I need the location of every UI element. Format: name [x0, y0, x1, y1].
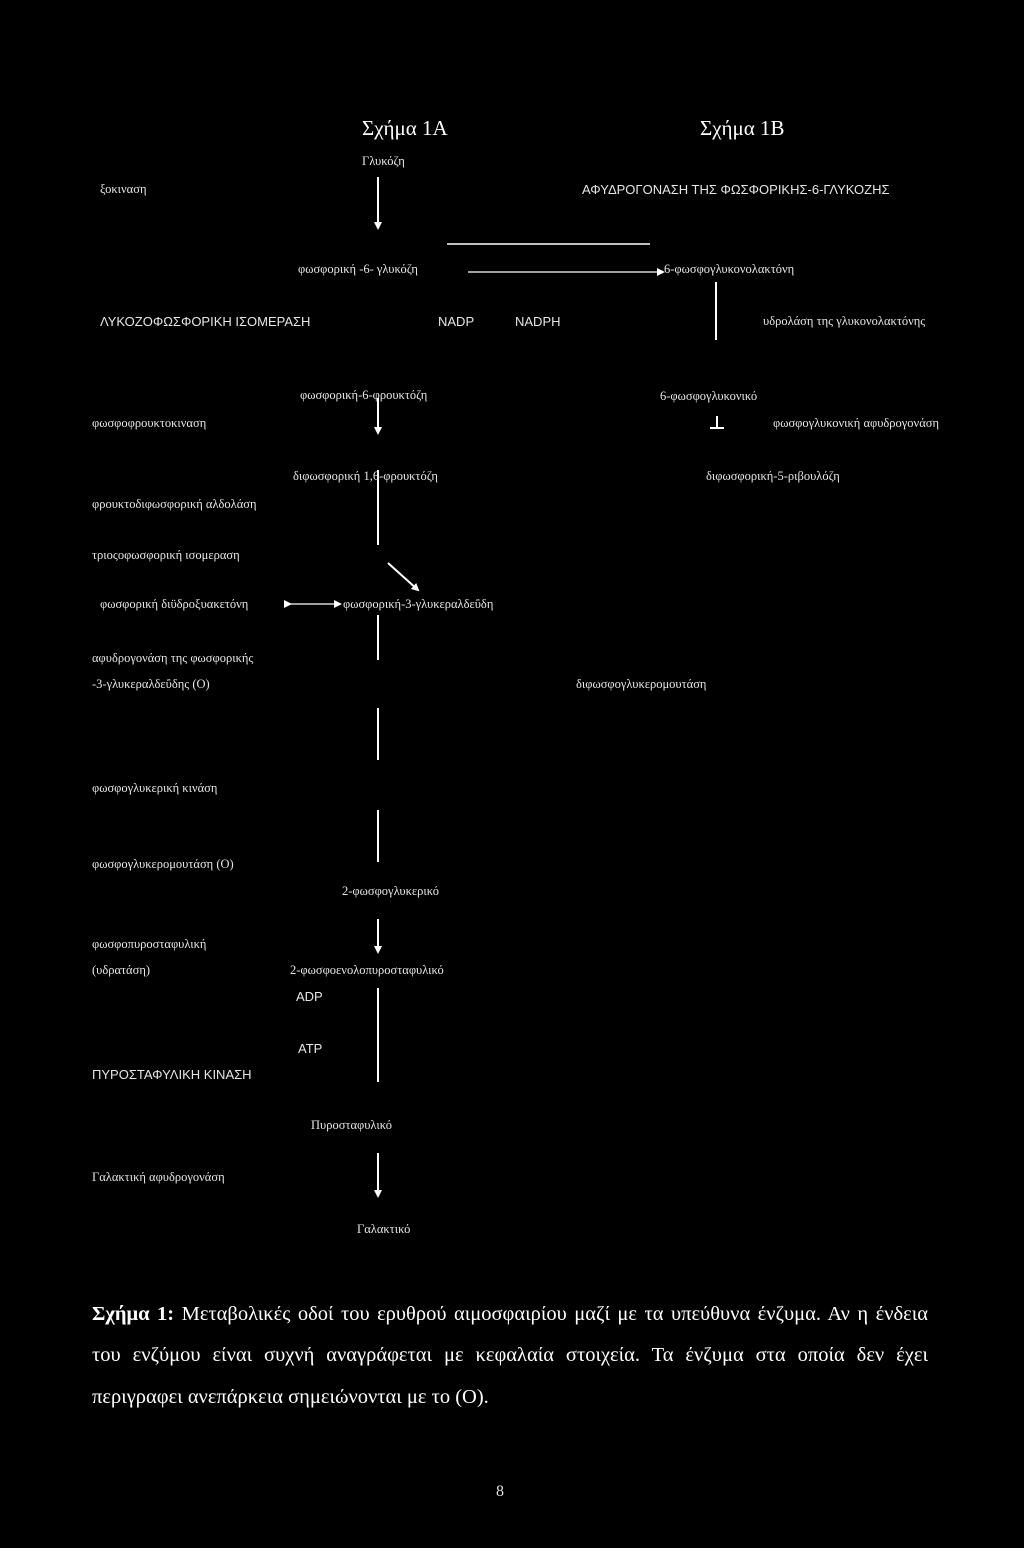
gpi-enzyme-label: ΛΥΚΟΖΟΦΩΣΦΟΡΙΚΗ ΙΣΟΜΕΡΑΣΗ — [100, 314, 311, 329]
lactonase-enzyme-label: υδρολάση της γλυκονολακτόνης — [763, 314, 926, 328]
figure-caption: Σχήμα 1: Μεταβολικές οδοί του ερυθρού αι… — [92, 1294, 928, 1418]
aldolase-enzyme-label: φρουκτοδιφωσφορική αλδολάση — [92, 497, 257, 511]
figure-title-b: Σχήμα 1Β — [700, 116, 785, 140]
g6p-label: φωσφορική -6- γλυκόζη — [298, 262, 418, 276]
page-number: 8 — [496, 1483, 504, 1500]
f16bp-label: διφωσφορική 1,6-φρουκτόζη — [293, 469, 438, 483]
g3p-label: φωσφορική-3-γλυκεραλδεΰδη — [343, 597, 494, 611]
lactate-label: Γαλακτικό — [357, 1222, 411, 1236]
phosphogluconolactone-label: 6-φωσφογλυκονολακτόνη — [664, 262, 795, 276]
ribulose-label: διφωσφορική-5-ριβουλόζη — [706, 469, 840, 483]
arrow-aldolase-diagonal — [387, 562, 420, 592]
nadp-label: NADP — [438, 314, 475, 329]
hexokinase-label: ξοκιναση — [100, 182, 147, 196]
adp-label: ADP — [296, 989, 323, 1004]
pk-enzyme-label: ΠΥΡΟΣΤΑΦΥΛΙΚΗ ΚΙΝΑΣΗ — [92, 1067, 252, 1082]
glucose-label: Γλυκόζη — [362, 154, 405, 168]
gapdh-enzyme-line1: αφυδρογονάση της φωσφορικής — [92, 651, 254, 665]
figure-title-a: Σχήμα 1Α — [362, 116, 448, 140]
atp-label: ΑΤΡ — [298, 1041, 323, 1056]
ldh-enzyme-label: Γαλακτική αφυδρογονάση — [92, 1170, 225, 1184]
pgd-enzyme-label: φωσφογλυκονική αφυδρογονάση — [773, 416, 940, 430]
pgm-enzyme-label: φωσφογλυκερομουτάση (Ο) — [92, 857, 234, 871]
enolase-label-line1: φωσφοπυροσταφυλική — [92, 937, 207, 951]
pfk-enzyme-label: φωσφοφρουκτοκιναση — [92, 416, 207, 430]
g6pd-enzyme-label: ΑΦΥΔΡΟΓΟΝΑΣΗ ΤΗΣ ΦΩΣΦΟΡΙΚΗΣ-6-ΓΛΥΚΟΖΗΣ — [582, 182, 890, 197]
bpgm-enzyme-label: διφωσφογλυκερομουτάση — [576, 677, 707, 691]
enolase-label-line2: (υδρατάση) — [92, 963, 151, 977]
caption-text: Μεταβολικές οδοί του ερυθρού αιμοσφαιρίο… — [92, 1303, 928, 1408]
pgk-enzyme-label: φωσφογλυκερική κινάση — [92, 781, 218, 795]
phosphogluconate-label: 6-φωσφογλυκονικό — [660, 389, 758, 403]
nadph-label: NADPH — [515, 314, 561, 329]
dhap-label: φωσφορική διϋδροξυακετόνη — [100, 597, 249, 611]
tpi-enzyme-label: τριοςοφωσφορική ισομεραση — [92, 548, 240, 562]
pep-label: 2-φωσφοενολοπυροσταφυλικό — [290, 963, 444, 977]
gapdh-enzyme-line2: -3-γλυκεραλδεΰδης (Ο) — [92, 677, 210, 691]
caption-label: Σχήμα 1: — [92, 1303, 175, 1325]
pyruvate-label: Πυροσταφυλικό — [311, 1118, 392, 1132]
2pg-label: 2-φωσφογλυκερικό — [342, 884, 440, 898]
f6p-label: φωσφορική-6-φρουκτόζη — [300, 388, 428, 402]
